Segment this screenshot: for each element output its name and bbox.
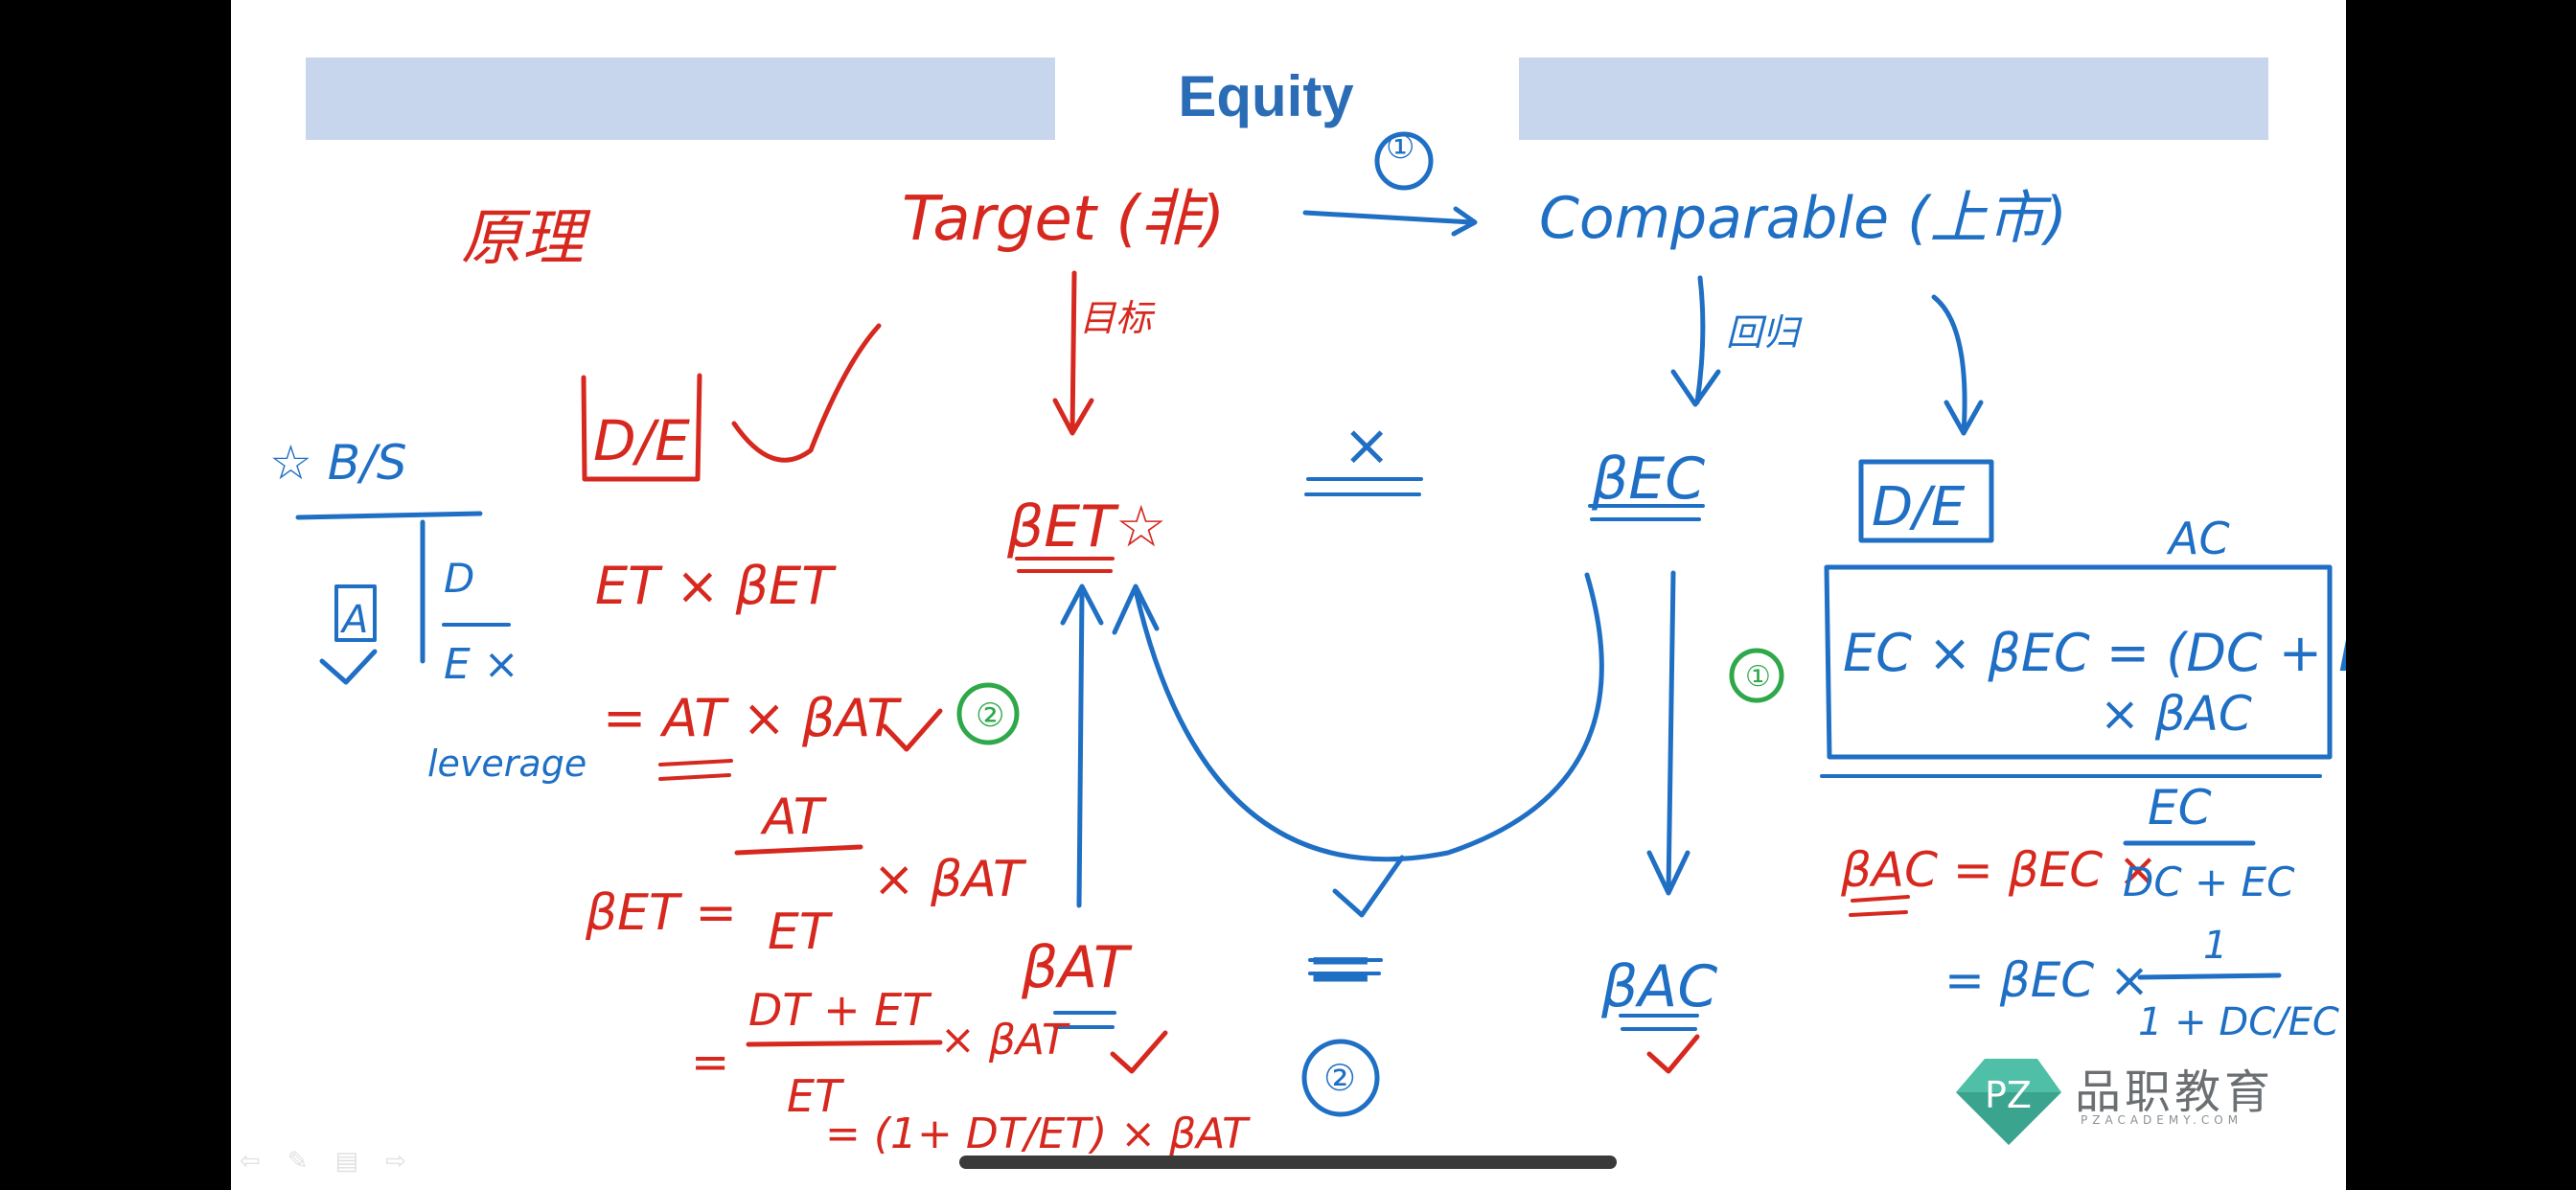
beta-ac-frac-num: EC xyxy=(2148,780,2212,835)
dt-et-tail: × βAT xyxy=(940,1016,1070,1064)
beta-et-frac-num: AT xyxy=(760,789,828,846)
prev-arrow-icon[interactable]: ⇦ xyxy=(240,1146,261,1175)
step-2-bottom: ② xyxy=(1323,1057,1356,1099)
arrow-1-line xyxy=(1302,210,1475,225)
arrow-de-down xyxy=(1931,294,1967,436)
times-text: × xyxy=(1343,412,1391,479)
arrow-1-head xyxy=(1451,206,1478,237)
pen-icon[interactable]: ✎ xyxy=(287,1146,309,1175)
step-2-left: ② xyxy=(976,697,1004,735)
beta-et-frac-tail: × βAT xyxy=(873,851,1027,908)
de-left-box xyxy=(581,373,702,482)
de-right-text: D/E xyxy=(1872,476,1966,538)
eq-sign: = xyxy=(691,1036,729,1089)
comparable-text: Comparable (上市) xyxy=(1539,185,2067,252)
beta-ac-formula-lhs: βAC = βEC × xyxy=(1840,842,2158,898)
beta-ac-text: βAC xyxy=(1600,953,1717,1020)
step-1-mid: ① xyxy=(1745,660,1771,694)
beta-ec-text: βEC xyxy=(1591,446,1705,513)
menu-icon[interactable]: ▤ xyxy=(334,1146,359,1175)
dt-et-text: DT + ET xyxy=(748,984,932,1036)
dt-et-den: ET xyxy=(787,1070,845,1122)
arrow-target-down xyxy=(1070,270,1077,434)
ec-formula-tail: × βAC xyxy=(2100,686,2252,742)
beta-ac-formula2: = βEC × xyxy=(1944,952,2150,1008)
ec-formula: EC × βEC = (DC + EC) xyxy=(1843,623,2346,683)
beta-et-text: βET☆ xyxy=(1006,493,1167,561)
beta-at-text: βAT xyxy=(1021,934,1133,1001)
one-plus-text: = (1+ DT/ET) × βAT xyxy=(825,1110,1251,1158)
de-left-text: D/E xyxy=(593,408,690,473)
ac-label: AC xyxy=(2166,513,2230,564)
beta-ac-frac-den: DC + EC xyxy=(2123,858,2295,905)
logo-subtext: PZACADEMY.COM xyxy=(2081,1113,2243,1127)
beta-ac-frac2-num: 1 xyxy=(2203,924,2227,968)
bs-a: A xyxy=(339,598,368,642)
next-arrow-icon[interactable]: ⇨ xyxy=(385,1146,406,1175)
pz-logo-icon: PZ xyxy=(1956,1059,2061,1145)
arrow-compare-down xyxy=(1694,275,1706,405)
bs-e: E × xyxy=(444,640,519,689)
arrow-bec-bac xyxy=(1666,570,1676,894)
step-1-top: ① xyxy=(1386,128,1414,167)
comparable-arrow-label: 回归 xyxy=(1726,311,1803,354)
slide: Equity xyxy=(231,0,2346,1190)
equals-bottom: = xyxy=(1304,917,1376,1018)
step-1-circle-top xyxy=(1374,131,1434,191)
home-indicator-bar[interactable] xyxy=(959,1156,1617,1169)
target-arrow-label: 目标 xyxy=(1079,297,1156,339)
arrow-bat-up xyxy=(1076,589,1085,908)
title-band-right xyxy=(1519,57,2268,140)
et-beta-text: ET × βET xyxy=(595,556,837,616)
eq-at-text: = AT × βAT xyxy=(603,688,902,748)
beta-ac-frac2-den: 1 + DC/EC xyxy=(2138,1000,2339,1044)
arrow-curve xyxy=(1134,572,1604,862)
leverage-text: leverage xyxy=(427,743,586,785)
principle-text: 原理 xyxy=(461,203,591,274)
de-right-box xyxy=(1858,459,1994,543)
bs-text: ☆ B/S xyxy=(269,435,407,491)
ink-annotations: 原理 Target (非) 目标 βET☆ D/E ET × βET = AT … xyxy=(269,128,2346,1158)
beta-et-formula-lhs: βET = xyxy=(585,884,737,942)
step-1-circle-mid xyxy=(1729,648,1784,703)
formula-box xyxy=(1824,564,2333,760)
beta-et-frac-den: ET xyxy=(768,904,834,961)
slide-title: Equity xyxy=(1178,64,1354,128)
step-2-circle-bottom xyxy=(1301,1039,1380,1117)
svg-text:PZ: PZ xyxy=(1985,1074,2032,1116)
bs-d: D xyxy=(444,555,474,602)
presentation-toolbar: ⇦ ✎ ▤ ⇨ xyxy=(240,1146,406,1176)
logo-text: 品职教育 xyxy=(2075,1065,2275,1119)
target-text: Target (非) xyxy=(902,184,1225,255)
step-2-circle-left xyxy=(956,682,1020,745)
title-band-left xyxy=(306,57,1055,140)
